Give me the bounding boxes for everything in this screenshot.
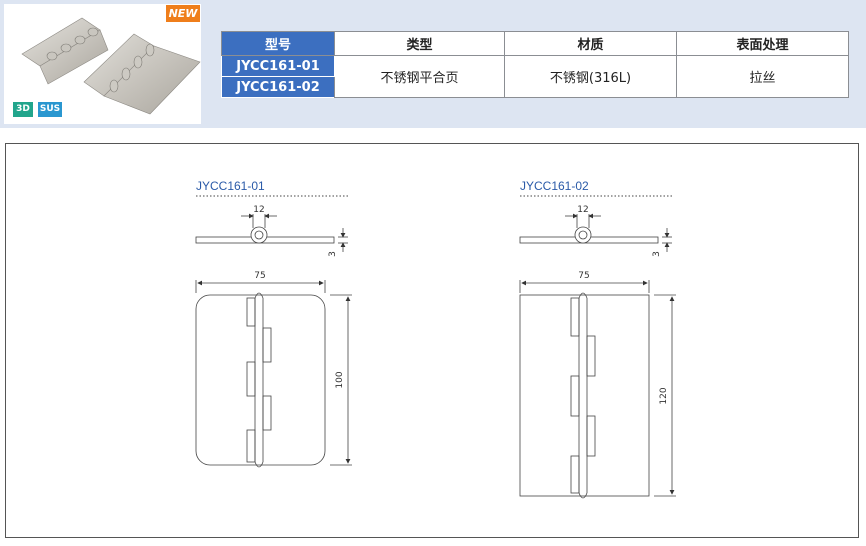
- table-row: JYCC161-01 不锈钢平合页 不锈钢(316L) 拉丝: [221, 55, 849, 98]
- spec-table: 型号 类型 材质 表面处理 JYCC161-01 不锈钢平合页 不锈钢(316L…: [221, 31, 849, 98]
- drawing-1-pin-dim: 12: [253, 205, 264, 215]
- drawing-1-front-view: [195, 280, 352, 468]
- type-cell: 不锈钢平合页: [334, 55, 505, 98]
- drawing-1: JYCC161-01 12 3: [195, 179, 352, 468]
- drawing-2-model-label: JYCC161-02: [520, 179, 589, 193]
- drawing-1-side-view: [195, 213, 348, 252]
- model-cell-2: JYCC161-02: [221, 76, 335, 98]
- drawing-1-height-dim: 100: [335, 371, 345, 388]
- hinge-photo-illustration: [21, 17, 201, 115]
- new-badge: NEW: [166, 5, 200, 22]
- drawing-1-model-label: JYCC161-01: [196, 179, 265, 193]
- header-model: 型号: [221, 31, 335, 56]
- header-surface: 表面处理: [676, 31, 849, 56]
- sus-badge: SUS: [38, 102, 62, 117]
- drawing-2-side-view: [519, 213, 672, 252]
- material-cell: 不锈钢(316L): [504, 55, 677, 98]
- drawing-2-front-view: [519, 280, 676, 499]
- drawing-2-pin-dim: 12: [577, 205, 588, 215]
- model-cell-1: JYCC161-01: [221, 55, 335, 77]
- drawing-1-thickness-dim: 3: [328, 251, 338, 257]
- product-photo: [4, 4, 201, 124]
- drawing-2-height-dim: 120: [659, 387, 669, 404]
- header-type: 类型: [334, 31, 505, 56]
- drawing-2-thickness-dim: 3: [652, 251, 662, 257]
- drawing-2: JYCC161-02 12 3: [519, 179, 676, 499]
- drawing-frame: [5, 143, 859, 538]
- surface-cell: 拉丝: [676, 55, 849, 98]
- table-row: JYCC161-02: [221, 76, 849, 98]
- 3d-badge: 3D: [13, 102, 33, 117]
- drawing-1-width-dim: 75: [254, 271, 265, 281]
- drawing-2-width-dim: 75: [578, 271, 589, 281]
